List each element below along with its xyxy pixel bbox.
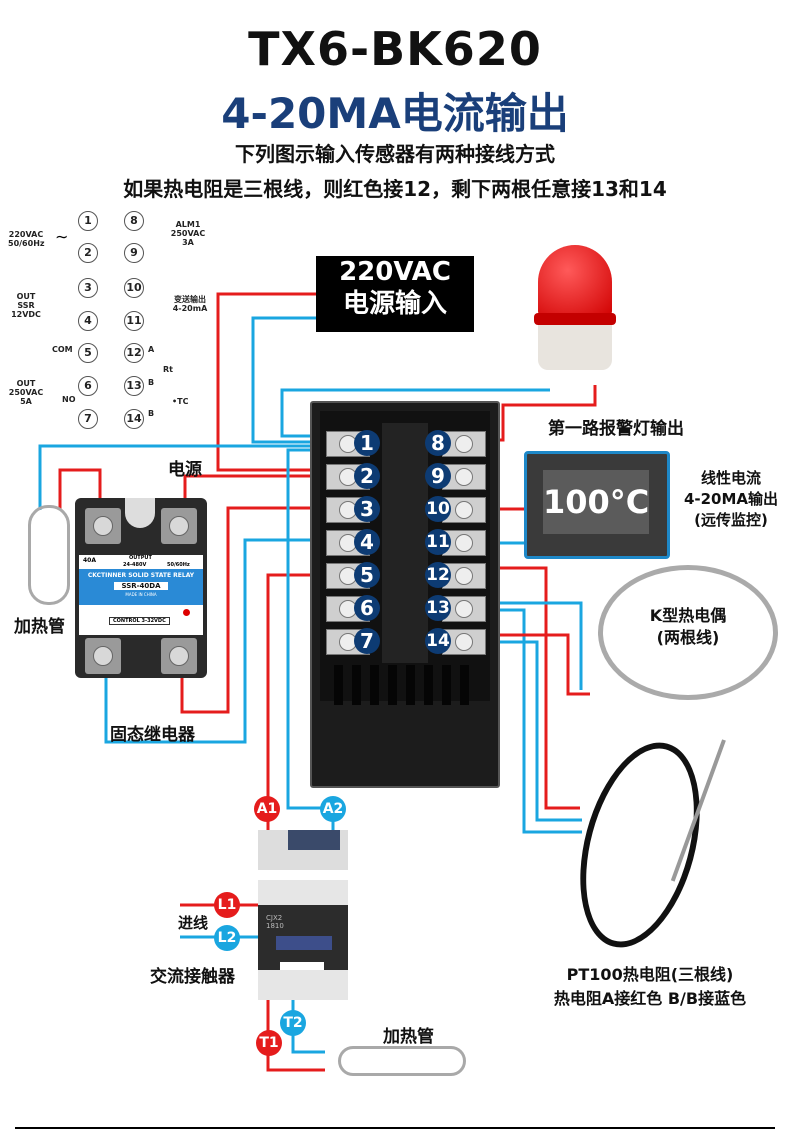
terminal-number: 9 xyxy=(425,463,451,489)
wire-a2-blue xyxy=(286,448,345,860)
terminal-number: 12 xyxy=(425,562,451,588)
thermocouple-cable-icon xyxy=(598,565,778,700)
terminal-number: 3 xyxy=(354,496,380,522)
schematic-pin: 2 xyxy=(78,243,98,263)
schematic-pin: 8 xyxy=(124,211,144,231)
temperature-controller: 1 2 3 4 5 6 7 8 9 10 11 12 13 14 xyxy=(310,401,500,788)
terminal-number: 10 xyxy=(425,496,451,522)
wire-heater-red xyxy=(58,468,102,520)
contactor-label: 交流接触器 xyxy=(150,967,235,987)
schematic-pin: 10 xyxy=(124,278,144,298)
wire-heater-blue xyxy=(38,444,345,510)
wire-power-blue xyxy=(251,316,345,444)
wire-t1 xyxy=(266,990,325,1072)
wire-ssr-red xyxy=(180,506,345,714)
alarm-lamp-icon xyxy=(530,245,620,390)
alarm-output-label: 第一路报警灯输出 xyxy=(548,419,684,439)
ssr-label: 固态继电器 xyxy=(110,725,195,745)
heater-label-bottom: 加热管 xyxy=(383,1027,434,1047)
led-icon xyxy=(183,609,190,616)
badge-a1: A1 xyxy=(254,796,280,822)
terminal-number: 8 xyxy=(425,430,451,456)
badge-t2: T2 xyxy=(280,1010,306,1036)
wire-12-red xyxy=(460,566,580,810)
terminal-number: 5 xyxy=(354,562,380,588)
wire-14-red xyxy=(460,633,590,696)
schematic-pin: 11 xyxy=(124,311,144,331)
schematic-pin: 14 xyxy=(124,409,144,429)
schematic-pin: 5 xyxy=(78,343,98,363)
wire-power-red xyxy=(216,292,345,472)
wire-ssr-blue xyxy=(104,538,345,744)
terminal-number: 13 xyxy=(425,595,451,621)
power-label: 电源 xyxy=(168,460,202,480)
schematic-pin: 7 xyxy=(78,409,98,429)
model-title: TX6-BK620 xyxy=(248,22,542,76)
schematic-pin: 3 xyxy=(78,278,98,298)
ac-source-icon: ∼ xyxy=(55,227,69,246)
badge-l2: L2 xyxy=(214,925,240,951)
heater-tube-icon xyxy=(338,1046,466,1076)
wire-13a-blue xyxy=(460,601,583,690)
thermocouple-label: K型热电偶(两根线) xyxy=(649,606,727,647)
terminal-number: 14 xyxy=(425,628,451,654)
remote-display: 100°C xyxy=(524,451,670,559)
badge-l1: L1 xyxy=(214,892,240,918)
heater-tube-icon xyxy=(28,505,70,605)
schematic-pin: 13 xyxy=(124,376,144,396)
subtitle: 4-20MA电流输出 xyxy=(221,89,569,138)
badge-a2: A2 xyxy=(320,796,346,822)
instruction-line-2: 如果热电阻是三根线，则红色接12，剩下两根任意接13和14 xyxy=(123,177,667,201)
pt100-label: PT100热电阻(三根线)热电阻A接红色 B/B接蓝色 xyxy=(553,965,747,1008)
display-reading: 100°C xyxy=(543,470,649,534)
terminal[interactable] xyxy=(442,431,486,457)
terminal-number: 1 xyxy=(354,430,380,456)
schematic-pin: 12 xyxy=(124,343,144,363)
inlet-label: 进线 xyxy=(178,914,209,932)
badge-t1: T1 xyxy=(256,1030,282,1056)
terminal-number: 11 xyxy=(425,529,451,555)
heater-label-left: 加热管 xyxy=(14,617,65,637)
terminal-number: 6 xyxy=(354,595,380,621)
schematic-pin: 6 xyxy=(78,376,98,396)
schematic-pin: 9 xyxy=(124,243,144,263)
terminal-number: 2 xyxy=(354,463,380,489)
solid-state-relay: 40A OUTPUT 24-480V 50/60Hz CKCTINNER SOL… xyxy=(75,498,207,678)
instruction-line-1: 下列图示输入传感器有两种接线方式 xyxy=(235,142,555,166)
terminal-number: 7 xyxy=(354,628,380,654)
power-input-label: 220VAC 电源输入 xyxy=(316,256,474,332)
schematic-pin: 1 xyxy=(78,211,98,231)
schematic-pin: 4 xyxy=(78,311,98,331)
terminal-number: 4 xyxy=(354,529,380,555)
